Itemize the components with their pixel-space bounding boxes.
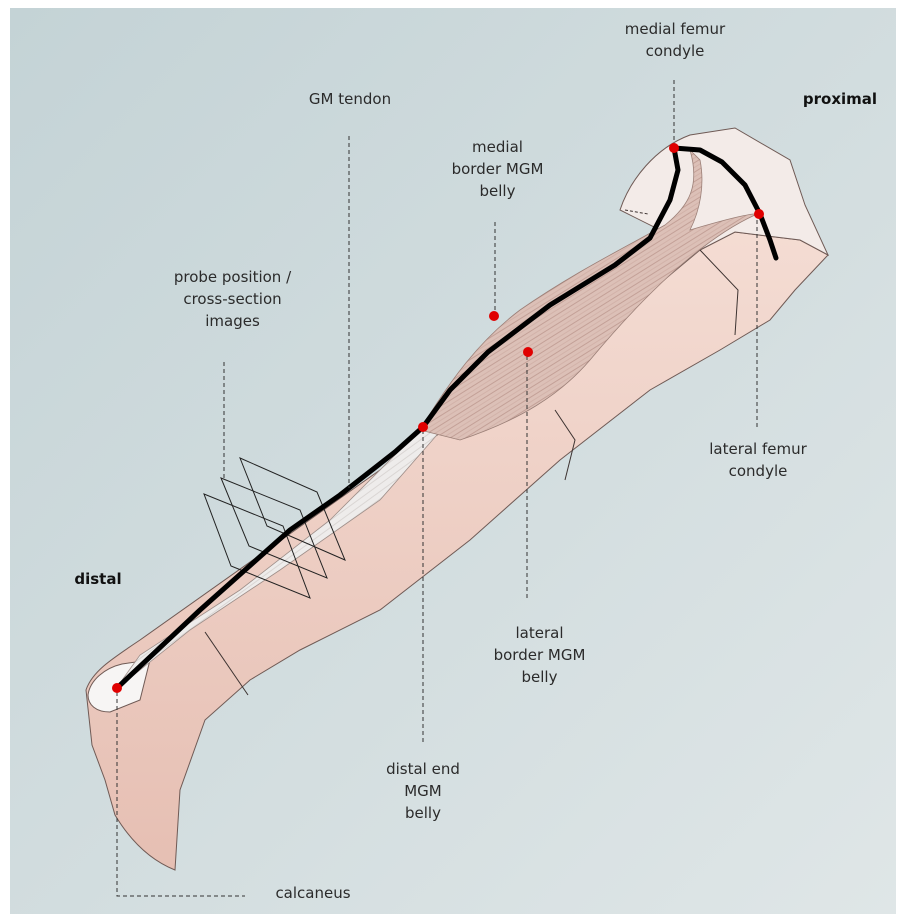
landmark-lateral-femur-condyle [754,209,764,219]
label-line: belly [363,802,483,824]
label-calcaneus-text: calcaneus [258,882,368,904]
label-line: lateral femur [688,438,828,460]
label-medial-border: medial border MGM belly [430,136,565,202]
label-line: condyle [688,460,828,482]
landmark-medial-femur-condyle [669,143,679,153]
label-lateral-border: lateral border MGM belly [472,622,607,688]
label-line: medial femur [605,18,745,40]
label-line: MGM [363,780,483,802]
label-line: belly [472,666,607,688]
label-line: probe position / [160,266,305,288]
label-line: medial [430,136,565,158]
landmark-distal-end [418,422,428,432]
label-line: border MGM [472,644,607,666]
landmark-calcaneus [112,683,122,693]
label-line: condyle [605,40,745,62]
label-line: border MGM [430,158,565,180]
landmark-lateral-border [523,347,533,357]
label-proximal: proximal [790,88,890,110]
label-line: images [160,310,305,332]
label-distal-end: distal end MGM belly [363,758,483,824]
label-medial-femur-condyle: medial femur condyle [605,18,745,62]
label-gm-tendon-text: GM tendon [290,88,410,110]
label-line: distal end [363,758,483,780]
label-distal: distal [58,568,138,590]
label-probe-position: probe position / cross-section images [160,266,305,332]
label-line: belly [430,180,565,202]
label-lateral-femur-condyle: lateral femur condyle [688,438,828,482]
landmark-medial-border [489,311,499,321]
label-line: lateral [472,622,607,644]
label-calcaneus: calcaneus [258,882,368,904]
label-gm-tendon: GM tendon [290,88,410,110]
label-distal-text: distal [58,568,138,590]
label-line: cross-section [160,288,305,310]
label-proximal-text: proximal [790,88,890,110]
